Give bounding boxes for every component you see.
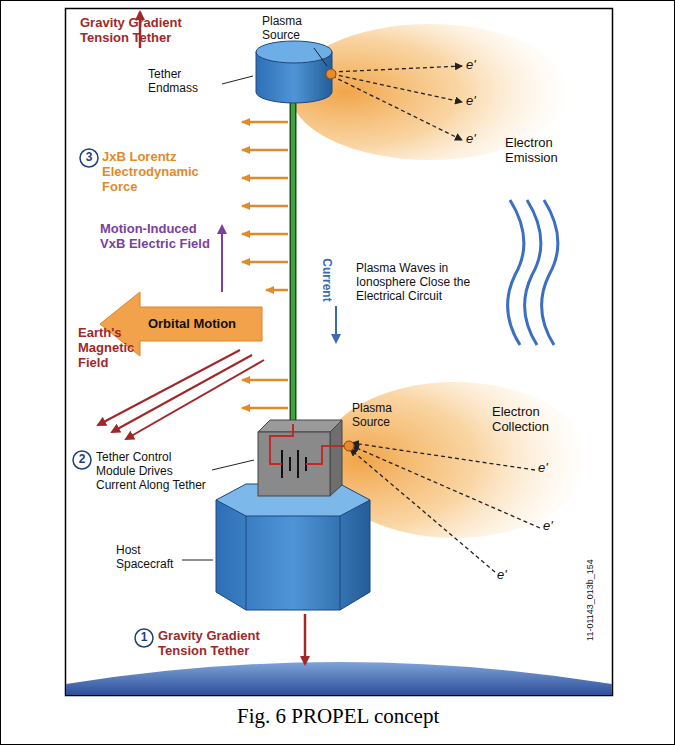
electron-symbol: e' — [497, 568, 517, 583]
field-label: Motion-Induced VxB Electric Field — [100, 222, 212, 252]
current-label: Current — [319, 258, 333, 301]
electron-symbol: e' — [466, 94, 486, 109]
electron-symbol: e' — [538, 461, 558, 476]
force-label: Gravity Gradient Tension Tether — [158, 629, 298, 659]
force-label: JxB Lorentz Electrodynamic Force — [102, 150, 230, 195]
electron-symbol: e' — [543, 519, 563, 534]
part-label: Tether Endmass — [148, 68, 220, 96]
figure-id: 11-01143_013b_154 — [585, 559, 595, 641]
callout-number: 2 — [79, 453, 86, 467]
part-label: Host Spacecraft — [116, 544, 180, 572]
callout-number: 3 — [86, 151, 93, 165]
part-label: Plasma Source — [352, 402, 416, 430]
electron-symbol: e' — [466, 58, 486, 73]
process-label: Plasma Waves in Ionosphere Close the Ele… — [356, 262, 484, 303]
force-label: Gravity Gradient Tension Tether — [80, 16, 198, 46]
process-label: Electron Collection — [492, 405, 578, 435]
process-label: Electron Emission — [505, 136, 587, 166]
electron-symbol: e' — [466, 132, 486, 147]
function-label: Tether Control Module Drives Current Alo… — [96, 451, 208, 492]
part-label: Plasma Source — [262, 15, 324, 43]
figure-caption: Fig. 6 PROPEL concept — [237, 704, 439, 729]
field-label: Earth's Magnetic Field — [78, 326, 158, 371]
callout-number: 1 — [141, 631, 148, 645]
motion-label: Orbital Motion — [148, 317, 236, 332]
